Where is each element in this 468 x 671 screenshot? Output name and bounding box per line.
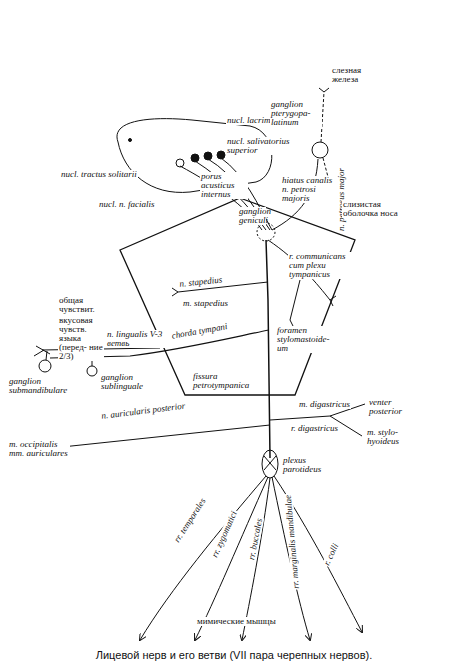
structure-label: fissura petrotympanica xyxy=(192,372,250,390)
structure-label: rr. marginalis mandibulae xyxy=(284,494,301,590)
structure-label: r. colli xyxy=(322,541,341,567)
structure-label: foramen stylomastoide- um xyxy=(276,326,334,353)
structure-label: chorda tympani xyxy=(170,322,229,341)
structure-label: m. digastricus xyxy=(298,400,351,409)
structure-label: ganglion geniculi xyxy=(238,207,266,225)
figure-caption: Лицевой нерв и его ветви (VII пара череп… xyxy=(0,649,468,661)
structure-label: мимические мышцы xyxy=(196,617,277,626)
structure-label: porus acusticus internus xyxy=(200,172,248,199)
structure-label: r. digastricus xyxy=(290,424,339,433)
structure-label: ganglion sublinguale xyxy=(100,373,164,391)
structure-label: m. occipitalis mm. auriculares xyxy=(8,440,70,458)
structure-label: вкусовая чувств. языка (перед- ние 2/3) xyxy=(58,316,104,361)
structure-label: ganglion submandibulare xyxy=(8,377,72,395)
structure-label: nucl. salivatorius superior xyxy=(226,137,292,155)
structure-label: plexus parotideus xyxy=(282,456,336,474)
structure-label: nucl. n. facialis xyxy=(98,200,156,209)
structure-label: слизистая оболочка носа xyxy=(342,200,404,218)
structure-label: n. stapedius xyxy=(178,275,224,289)
structure-label: r. communicans cum plexu tympanicus xyxy=(288,252,362,279)
structure-label: venter posterior xyxy=(368,398,420,416)
structure-label: ganglion pterygopa- latinum xyxy=(270,100,322,127)
structure-label: m. stapedius xyxy=(182,299,229,308)
structure-label: rr. temporales xyxy=(172,496,208,545)
structure-label: n. auricularis posterior xyxy=(100,401,187,420)
structure-label: nucl. tractus solitarii xyxy=(60,170,138,179)
structure-label: rr. buccales xyxy=(247,517,264,562)
structure-label: hiatus canalis n. petrosi majoris xyxy=(281,176,339,203)
structure-label: слезная железа xyxy=(331,66,375,84)
structure-label: m. stylo- hyoideus xyxy=(366,428,412,446)
structure-label: n. lingualis V-3 ветвь xyxy=(106,330,166,348)
